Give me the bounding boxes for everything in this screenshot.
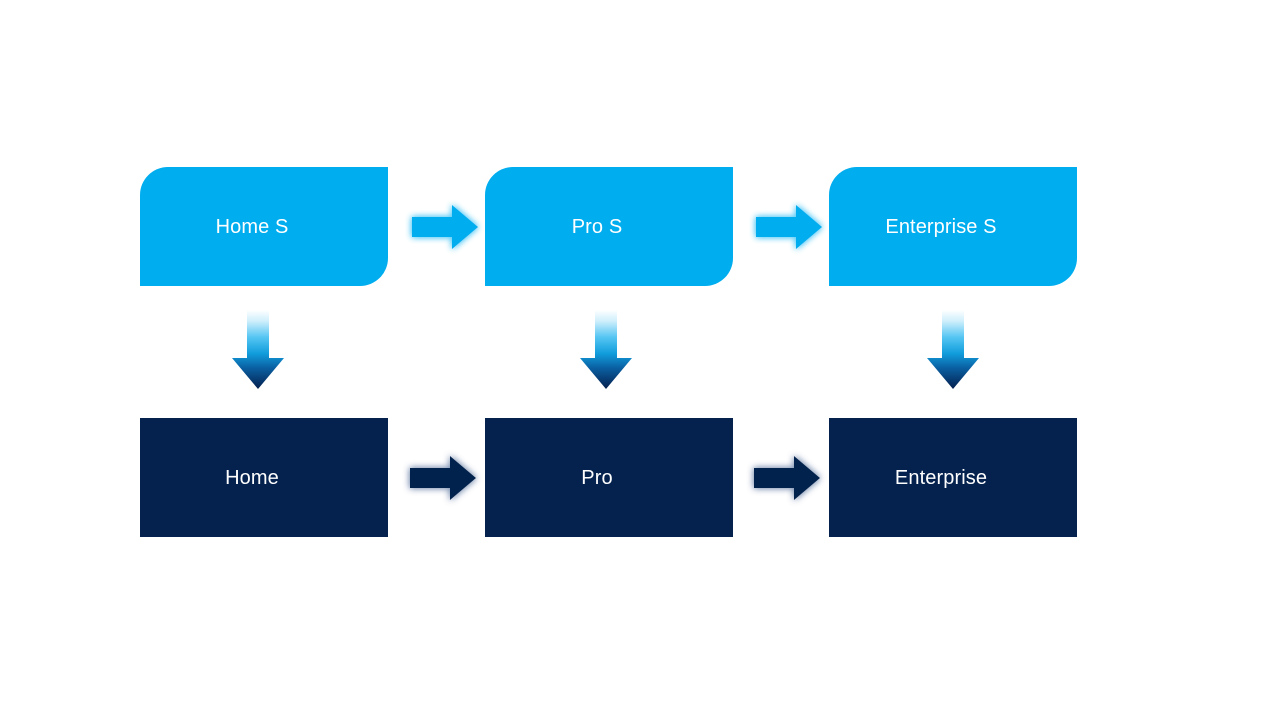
arrow-home-s-to-home [230,310,286,390]
arrow-home-s-to-pro-s [404,198,486,256]
down-arrow-icon [580,310,632,389]
down-arrow-icon [927,310,979,389]
down-arrow-icon [232,310,284,389]
arrow-pro-s-to-pro [578,310,634,390]
right-arrow-icon [412,205,478,249]
right-arrow-icon [754,456,820,500]
right-arrow-icon [756,205,822,249]
arrow-home-to-pro [402,449,484,507]
node-label-pro: Pro [581,466,613,489]
arrow-pro-to-enterprise [746,449,828,507]
node-label-enterprise: Enterprise [894,466,988,489]
node-label-pro-s: Pro S [571,215,623,238]
node-home[interactable]: Home [140,418,388,537]
node-enterprise[interactable]: Enterprise [829,418,1077,537]
arrow-pro-s-to-enterprise-s [748,198,830,256]
node-enterprise-s[interactable]: Enterprise S [829,167,1077,286]
node-label-home-s: Home S [215,215,289,238]
node-pro-s[interactable]: Pro S [485,167,733,286]
node-home-s[interactable]: Home S [140,167,388,286]
arrow-enterprise-s-to-enterprise [925,310,981,390]
node-pro[interactable]: Pro [485,418,733,537]
node-label-enterprise-s: Enterprise S [885,215,997,238]
node-label-home: Home [225,466,279,489]
right-arrow-icon [410,456,476,500]
